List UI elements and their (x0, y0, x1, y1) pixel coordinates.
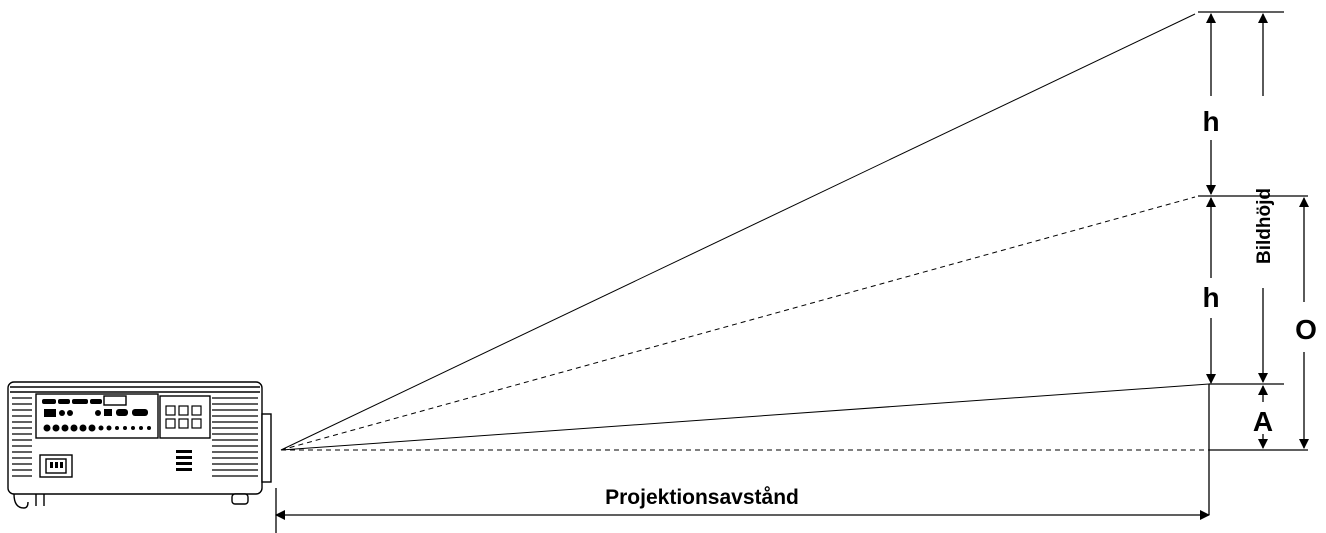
projector-icon (7, 381, 272, 509)
projection-distance-label: Projektionsavstånd (605, 486, 799, 509)
lower-ray (280, 383, 1210, 451)
projection-rays (280, 13, 1210, 451)
image-height-label: Bildhöjd (1254, 188, 1275, 264)
upper-h-label: h (1202, 106, 1219, 137)
middle-ray (280, 196, 1196, 451)
a-label: A (1253, 406, 1273, 437)
lower-h-label: h (1202, 282, 1219, 313)
upper-ray (280, 13, 1196, 451)
offset-label: O (1295, 314, 1317, 345)
